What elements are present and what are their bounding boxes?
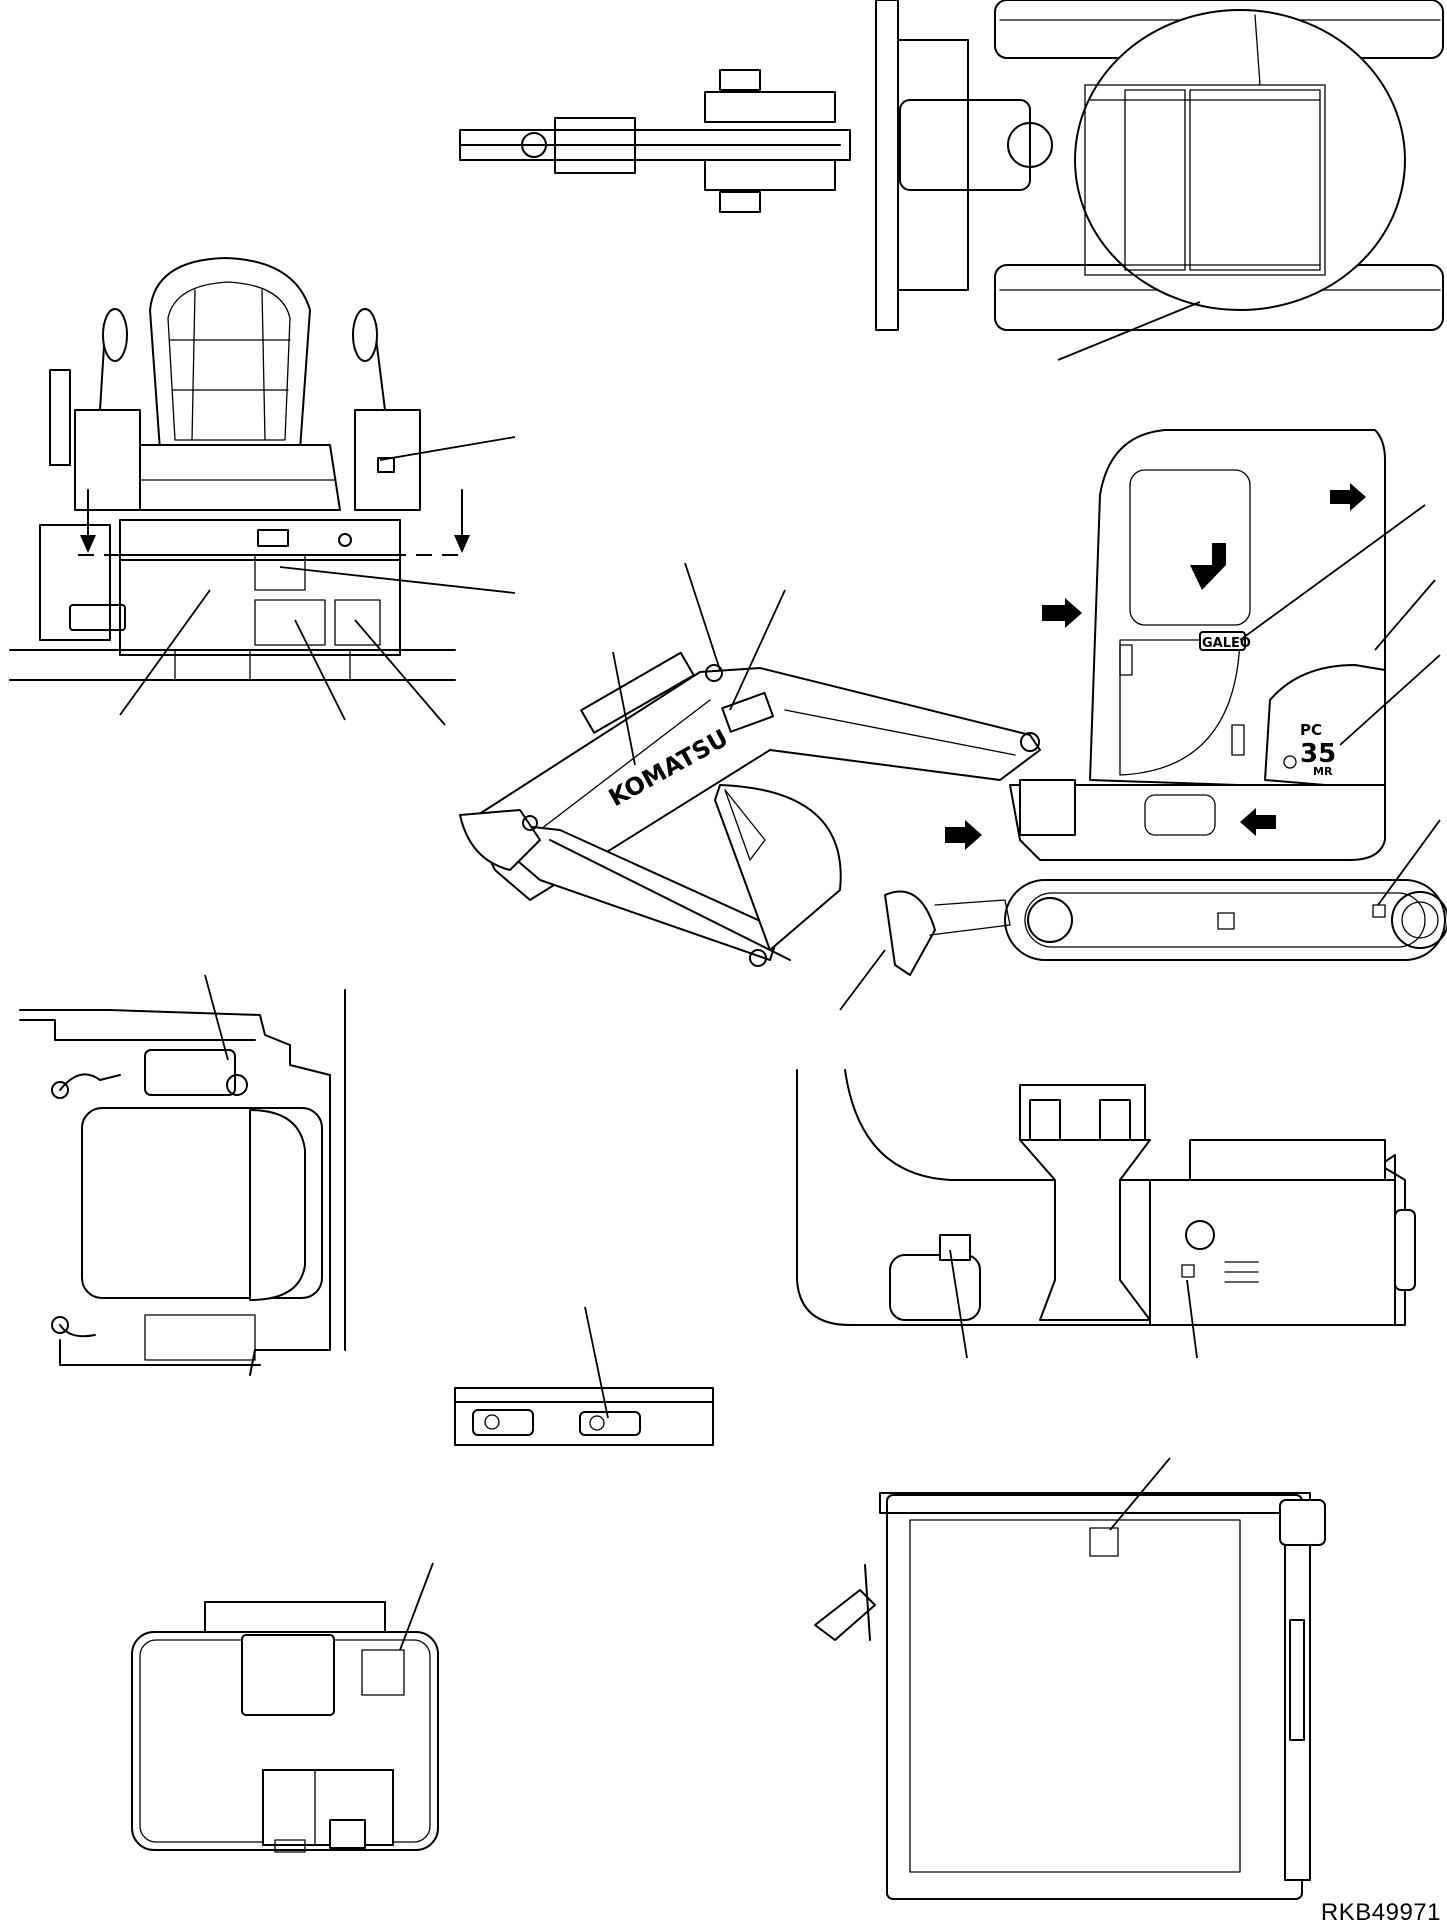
model-number-label: 35 [1300, 739, 1336, 769]
drawing-code-label: RKB49971 [1320, 1899, 1441, 1926]
model-suffix-label: MR [1313, 765, 1333, 778]
floor-panel-view [454, 1306, 714, 1446]
side-view-machine: KOMATSU GALEO PC 35 MR [459, 429, 1447, 1011]
seat-top-view [19, 974, 346, 1376]
battery-box-view [131, 1562, 439, 1853]
seat-front-view [9, 257, 516, 726]
rear-view-machine [796, 1069, 1416, 1359]
model-top-label: PC [1300, 721, 1322, 739]
cab-ceiling-view [814, 1457, 1326, 1900]
top-view-machine [459, 0, 1444, 361]
cab-brand-label: GALEO [1202, 636, 1251, 651]
